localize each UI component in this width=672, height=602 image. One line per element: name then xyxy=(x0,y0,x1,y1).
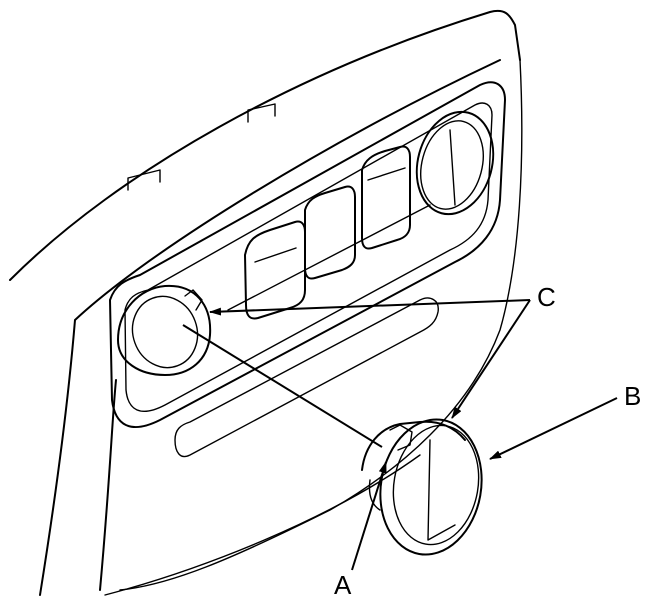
round-knob xyxy=(415,110,495,216)
dash-panel xyxy=(9,9,523,596)
cover-cap xyxy=(361,418,483,556)
switch-bezel xyxy=(109,81,506,458)
callout-a: A xyxy=(334,570,352,600)
leader-lines xyxy=(182,299,618,571)
socket-opening xyxy=(117,284,212,376)
switch-middle xyxy=(304,185,356,280)
leader-a xyxy=(351,461,387,571)
leader-c-to-socket xyxy=(209,299,531,316)
switch-left xyxy=(244,220,306,320)
leader-c-to-cap xyxy=(451,299,531,419)
removal-path-line xyxy=(182,324,383,448)
callout-c: C xyxy=(537,282,556,312)
leader-b xyxy=(489,397,618,460)
switch-right xyxy=(361,145,411,250)
callout-b: B xyxy=(624,381,641,411)
